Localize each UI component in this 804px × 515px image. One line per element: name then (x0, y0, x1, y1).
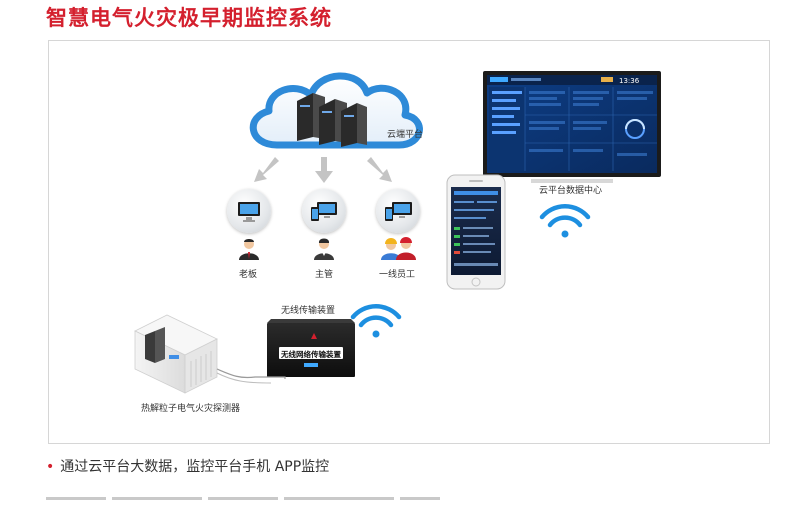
role-label-manager: 主管 (315, 270, 334, 280)
wifi-icon (539, 204, 591, 238)
fire-detector (134, 314, 286, 394)
data-center-label: 云平台数据中心 (539, 186, 603, 196)
wireless-transmitter (267, 319, 355, 377)
cloud-label: 云端平台 (387, 130, 424, 140)
bullet-dot-icon: • (46, 459, 55, 475)
cloud-icon (249, 72, 423, 149)
screen-clock: 13:36 (619, 77, 640, 85)
role-circle-boss (227, 189, 271, 233)
cloud-arrows (254, 157, 392, 183)
cut-off-text-line (46, 496, 486, 510)
monitor-phone-icon (385, 202, 412, 221)
wall-screen: 13:36 (483, 71, 661, 183)
detector-label: 热解粒子电气火灾探测器 (141, 404, 241, 414)
person-staff-icon (381, 237, 416, 260)
person-manager-icon (314, 238, 334, 260)
system-diagram: 13:36 (48, 40, 770, 444)
feature-bullet-text: 通过云平台大数据，监控平台手机 APP监控 (60, 459, 330, 475)
monitor-phone-icon (311, 202, 337, 221)
role-label-boss: 老板 (239, 270, 258, 280)
monitor-icon (238, 202, 260, 222)
person-boss-icon (239, 239, 259, 260)
arrow-left-icon (254, 157, 279, 182)
role-circle-staff (376, 189, 420, 233)
mobile-phone (446, 174, 506, 290)
role-circle-manager (302, 189, 346, 233)
arrow-down-icon (315, 157, 333, 183)
role-label-staff: 一线员工 (379, 270, 416, 280)
wifi-icon-transmitter (350, 304, 402, 338)
arrow-right-icon (367, 157, 392, 182)
transmitter-label: 无线传输装置 (281, 306, 336, 316)
transmitter-device-text: 无线网络传输装置 (281, 350, 341, 359)
feature-bullet: • 通过云平台大数据，监控平台手机 APP监控 (46, 456, 329, 476)
page-title: 智慧电气火灾极早期监控系统 (46, 6, 332, 30)
